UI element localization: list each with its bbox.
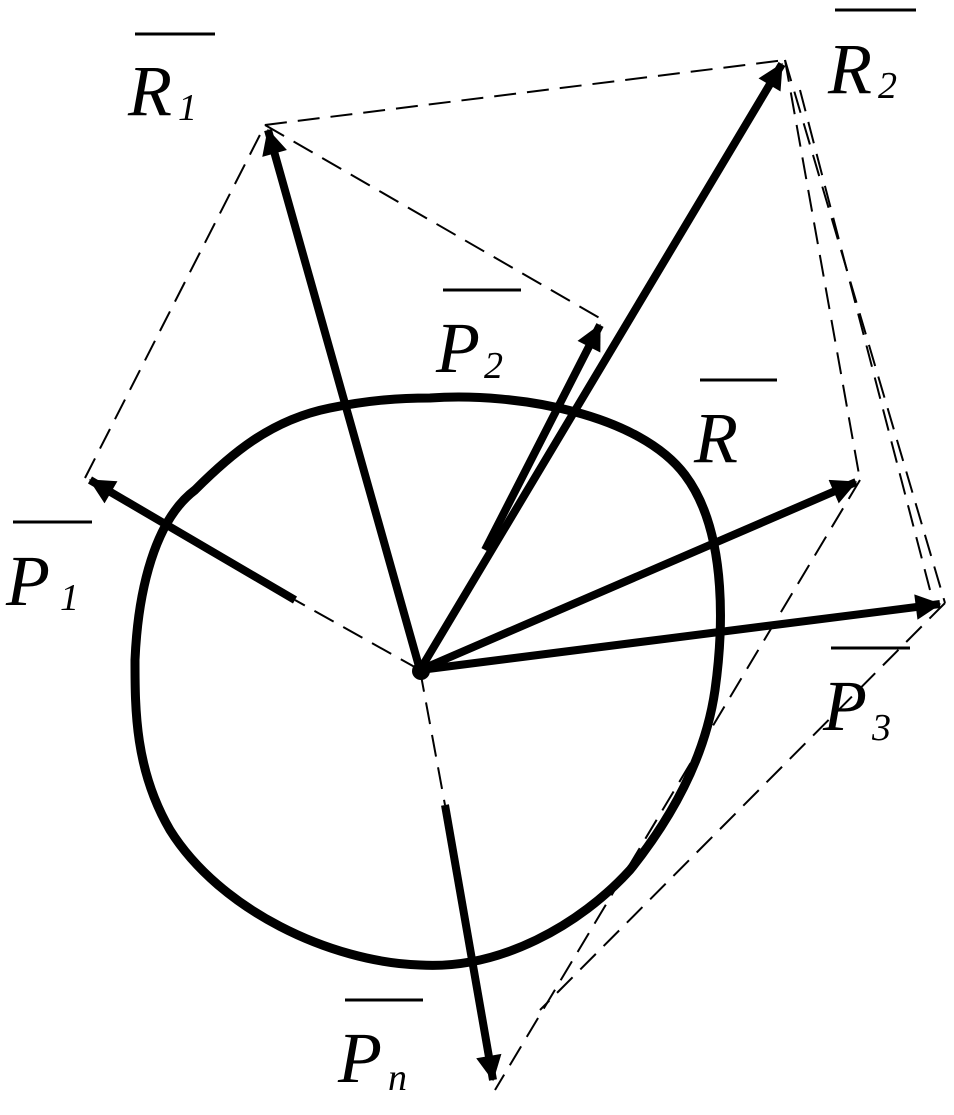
vector-r [418,478,858,674]
label-p1-main: P [5,541,50,621]
dashed-p3-to-pn [539,602,946,1011]
label-r2: R 2 [827,8,916,109]
label-p2-sub: 2 [484,345,503,387]
dashed-p1-to-r1 [84,124,266,479]
dashed-r1-to-r2 [264,59,786,126]
dashed-r-to-pn [494,479,861,1091]
label-r: R [693,378,777,478]
force-vectors [87,61,942,1082]
origin-point [412,662,430,680]
label-pn-main: P [337,1018,382,1098]
dashed-r2-to-r [784,59,861,481]
label-r2-sub: 2 [878,65,897,107]
label-p3-sub: 3 [871,707,891,749]
label-r1-sub: 1 [178,87,197,129]
label-p2: P 2 [435,288,521,388]
construction-lines [84,59,946,1091]
vector-p1 [87,476,298,604]
vector-pn [441,804,502,1082]
dashed-r2-to-p3-parallel [799,89,931,591]
dashed-origin-to-p1 [294,599,421,671]
dashed-origin-to-pn [419,669,446,806]
body-contour [130,392,725,970]
vector-labels: R 1 R 2 P 2 R P 1 P 3 P n [5,8,916,1099]
label-pn: P n [337,998,423,1099]
label-p2-main: P [435,308,480,388]
label-p1: P 1 [5,520,92,621]
label-r2-main: R [827,29,872,109]
label-pn-sub: n [388,1057,407,1099]
vector-r2 [416,61,786,673]
label-r1-main: R [127,51,172,131]
vector-p3 [419,594,942,674]
label-p1-sub: 1 [60,577,79,619]
label-p3-main: P [822,666,867,746]
dashed-r2-to-p3 [784,59,946,604]
label-r-main: R [693,398,738,478]
vector-p2 [481,323,604,552]
label-r1: R 1 [127,32,215,131]
label-p3: P 3 [822,646,910,749]
vector-r1 [262,128,424,672]
